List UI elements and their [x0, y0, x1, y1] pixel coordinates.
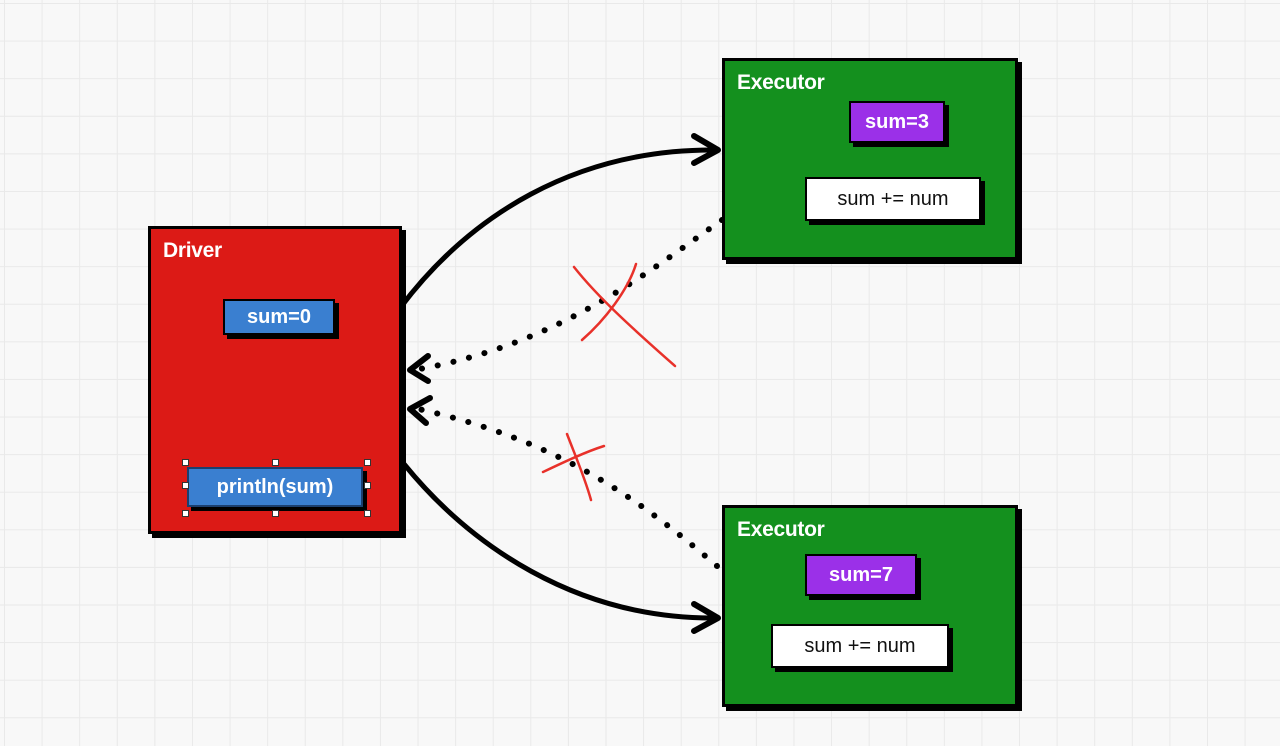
executor-1-title: Executor	[737, 71, 825, 94]
executor-node-1: Executor sum=3 sum += num	[722, 58, 1018, 260]
executor-node-2: Executor sum=7 sum += num	[722, 505, 1018, 707]
selection-handle[interactable]	[364, 482, 371, 489]
executor-1-operation: sum += num	[805, 177, 981, 221]
selection-handle[interactable]	[182, 482, 189, 489]
arrowhead-executor-2	[691, 601, 721, 634]
arrow-driver-to-executor-2	[401, 461, 715, 621]
executor-2-title: Executor	[737, 518, 825, 541]
arrow-driver-to-executor-1	[397, 147, 715, 311]
executor-2-sum-variable: sum=7	[805, 554, 917, 596]
dotted-return-from-executor-2	[411, 405, 720, 569]
arrowhead-return-2	[407, 395, 433, 426]
selection-handle[interactable]	[272, 459, 279, 466]
driver-title: Driver	[163, 239, 222, 262]
cross-mark-lower	[541, 432, 606, 502]
selection-handle[interactable]	[272, 510, 279, 517]
selection-handle[interactable]	[182, 459, 189, 466]
executor-2-operation: sum += num	[771, 624, 949, 668]
selection-handle[interactable]	[364, 459, 371, 466]
cross-mark-upper	[572, 262, 677, 368]
arrowhead-return-1	[407, 353, 431, 384]
arrowhead-executor-1	[691, 133, 721, 166]
dotted-return-from-executor-1	[411, 217, 725, 373]
executor-1-sum-variable: sum=3	[849, 101, 945, 143]
selection-handle[interactable]	[182, 510, 189, 517]
selection-handle[interactable]	[364, 510, 371, 517]
driver-sum-variable: sum=0	[223, 299, 335, 335]
